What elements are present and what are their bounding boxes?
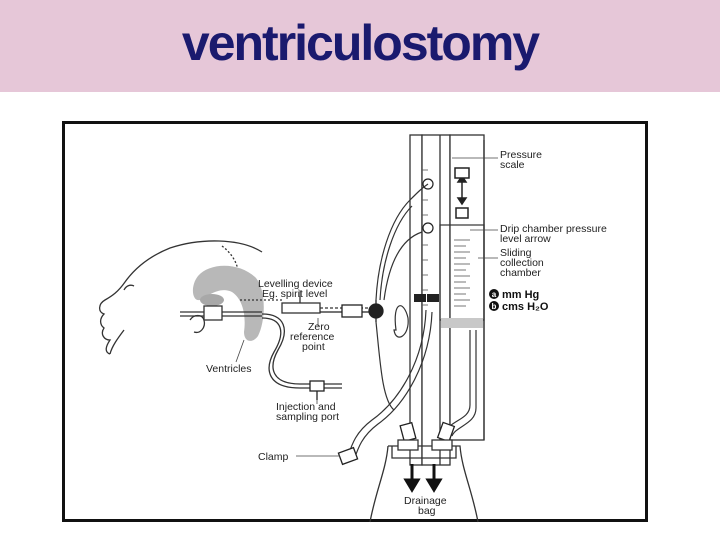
label-cmh2o: cms H₂O xyxy=(502,301,549,313)
injection-port[interactable] xyxy=(309,380,325,400)
slide-title: ventriculostomy xyxy=(181,15,540,71)
title-bar xyxy=(0,0,720,92)
badge-a-icon xyxy=(489,289,499,299)
ventricular-catheter xyxy=(180,305,342,389)
label-injection-2: sampling port xyxy=(276,411,339,423)
label-sliding-3: chamber xyxy=(500,267,541,279)
collection-chamber xyxy=(414,178,485,328)
label-drainage: Drainage xyxy=(404,495,447,507)
ventricle-shape xyxy=(192,265,264,341)
patient-head xyxy=(98,240,263,355)
badge-b-icon xyxy=(489,301,499,311)
label-levelling: Levelling device xyxy=(258,278,333,290)
badge-b: b xyxy=(492,302,497,311)
label-zero-2: reference xyxy=(290,331,335,343)
label-mmhg: mm Hg xyxy=(502,289,539,301)
bag-connectors xyxy=(399,421,456,443)
label-sliding-2: collection xyxy=(500,257,544,269)
stopcock[interactable] xyxy=(320,300,384,322)
label-zero-3: point xyxy=(302,341,325,353)
label-clamp: Clamp xyxy=(258,451,289,463)
tubing xyxy=(347,183,477,461)
label-pressure-scale-2: scale xyxy=(500,159,525,171)
label-drip-chamber: Drip chamber pressure xyxy=(500,223,607,235)
clamp[interactable] xyxy=(337,446,359,466)
leader-lines xyxy=(235,157,498,457)
label-zero: Zero xyxy=(308,321,330,333)
drainage-arrows xyxy=(403,464,443,493)
label-ventricles: Ventricles xyxy=(206,363,252,375)
label-sliding: Sliding xyxy=(500,247,532,259)
badge-a: a xyxy=(492,290,497,299)
label-levelling-2: Eg. spirit level xyxy=(262,288,327,300)
label-drainage-2: bag xyxy=(418,505,436,517)
label-drip-chamber-2: level arrow xyxy=(500,233,551,245)
label-pressure-scale: Pressure xyxy=(500,149,542,161)
drainage-bag xyxy=(369,439,479,523)
drip-chamber-arrow xyxy=(454,167,470,219)
label-injection: Injection and xyxy=(276,401,336,413)
